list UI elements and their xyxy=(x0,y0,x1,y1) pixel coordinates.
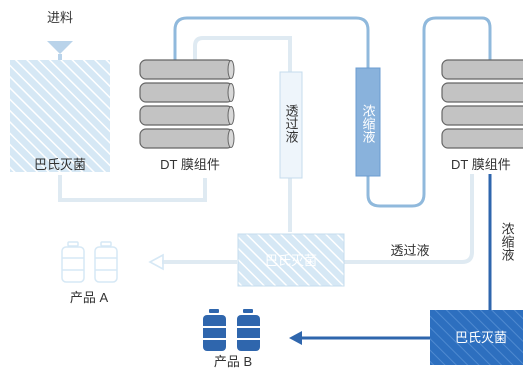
pasteurizer-bottom-box xyxy=(430,310,523,365)
product-a-bottles xyxy=(61,241,118,283)
bottle-icon xyxy=(203,309,226,351)
permeate-line-label: 透过液 xyxy=(390,243,429,258)
feed-label: 进料 xyxy=(47,10,73,25)
bottle-icon xyxy=(94,241,118,283)
pipes xyxy=(58,16,492,340)
concentrate-tank-label: 浓缩液 xyxy=(361,104,376,143)
pipe-pasteurizer-to-module xyxy=(58,175,207,202)
concentrate-line-label: 浓缩液 xyxy=(500,222,515,261)
product-b-bottles xyxy=(203,309,260,351)
pasteurizer-left-tank xyxy=(10,60,110,172)
arrow-left-icon xyxy=(289,331,302,345)
bottle-icon xyxy=(237,309,260,351)
membrane-module-left xyxy=(139,59,235,149)
arrow-left-icon xyxy=(148,253,164,271)
feed-funnel-icon xyxy=(47,41,73,60)
bottle-icon xyxy=(61,241,85,283)
pasteurizer-left-label: 巴氏灭菌 xyxy=(34,157,86,172)
pipe-right-module-permeate-return xyxy=(344,174,474,264)
pasteurizer-middle-box xyxy=(237,233,345,287)
pasteurizer-middle-label: 巴氏灭菌 xyxy=(265,253,317,268)
pipe-module-to-concentrate-tank xyxy=(173,16,370,68)
membrane-module-right xyxy=(441,59,523,149)
module-left-label: DT 膜组件 xyxy=(160,157,220,172)
permeate-tank xyxy=(279,71,303,179)
module-right-label: DT 膜组件 xyxy=(451,157,511,172)
product-a-label: 产品 A xyxy=(70,290,109,305)
pasteurizer-bottom-label: 巴氏灭菌 xyxy=(455,330,507,345)
concentrate-tank xyxy=(355,67,381,177)
product-b-label: 产品 B xyxy=(214,354,252,369)
pipe-concentrate-tank-to-right-module xyxy=(366,16,492,208)
pipe-module-to-permeate-tank xyxy=(193,36,292,72)
permeate-tank-label: 透过液 xyxy=(284,104,299,143)
